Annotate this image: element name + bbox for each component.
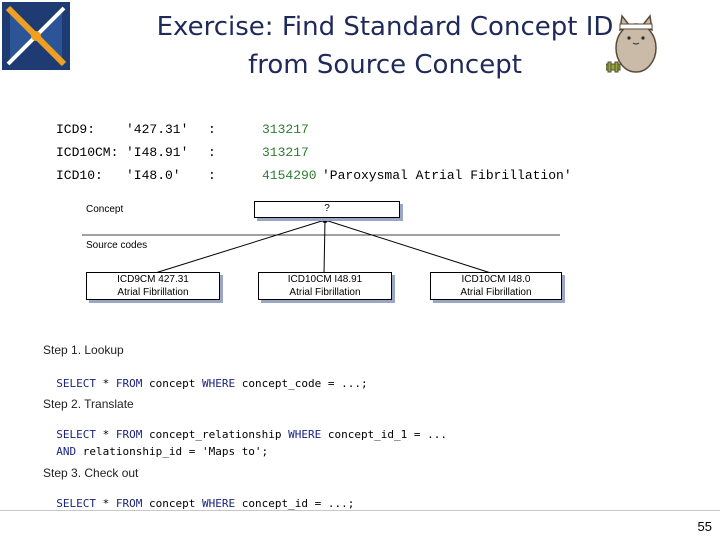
source-box-line2: Atrial Fibrillation: [289, 287, 361, 298]
code-label: ICD9:: [56, 122, 96, 137]
source-box-line1: ICD9CM 427.31: [117, 274, 189, 285]
step3-title: Step 3. Check out: [43, 466, 139, 480]
page-title: Exercise: Find Standard Concept ID from …: [130, 8, 640, 84]
code-row-icd10cm: ICD10CM: 'I48.91' : 313217: [56, 145, 309, 220]
sql-text: *: [96, 497, 116, 510]
code-value: 'I48.0': [126, 168, 181, 183]
sql-keyword: WHERE: [201, 497, 236, 510]
source-box-line2: Atrial Fibrillation: [460, 287, 532, 298]
sql-text: concept_id_1 = ...: [321, 428, 448, 441]
sql-text: concept: [142, 497, 202, 510]
code-value: '427.31': [126, 122, 189, 137]
sql-text: concept_code = ...;: [235, 377, 368, 390]
source-codes-label: Source codes: [86, 240, 148, 251]
source-box-icd10cm-i48-91: ICD10CM I48.91 Atrial Fibrillation: [258, 272, 392, 300]
sql-text: relationship_id = 'Maps to';: [76, 445, 269, 458]
concept-id: 313217: [262, 145, 309, 160]
sql-keyword: FROM: [115, 428, 143, 441]
concept-label: Concept: [86, 204, 124, 215]
step2-title: Step 2. Translate: [43, 397, 134, 411]
ohdsi-logo: [0, 0, 72, 80]
sql-keyword: WHERE: [288, 428, 322, 441]
title-line-1: Exercise: Find Standard Concept ID: [156, 12, 614, 42]
sql-keyword: FROM: [115, 377, 143, 390]
sql-text: concept: [142, 377, 202, 390]
sql-keyword: SELECT: [56, 428, 96, 441]
step1-sql: SELECT * FROM concept WHERE concept_code…: [43, 364, 368, 390]
source-box-line2: Atrial Fibrillation: [117, 287, 189, 298]
code-label: ICD10:: [56, 168, 103, 183]
footer-divider: [0, 510, 720, 511]
sql-text: *: [96, 428, 116, 441]
diagram-connectors: [82, 217, 560, 275]
sql-keyword: AND: [56, 445, 77, 458]
source-box-line1: ICD10CM I48.0: [461, 274, 531, 285]
source-box-line1: ICD10CM I48.91: [287, 274, 363, 285]
sql-text: *: [96, 377, 116, 390]
source-box-icd9: ICD9CM 427.31 Atrial Fibrillation: [86, 272, 220, 300]
step2-sql-line1: SELECT * FROM concept_relationship WHERE…: [43, 415, 447, 441]
sql-keyword: FROM: [115, 497, 143, 510]
page-number: 55: [697, 519, 712, 534]
code-separator: :: [208, 145, 216, 160]
code-row-icd9: ICD9: '427.31' : 313217: [56, 122, 309, 197]
sql-keyword: SELECT: [56, 497, 96, 510]
sql-text: concept_id = ...;: [235, 497, 355, 510]
step2-sql-line2: AND relationship_id = 'Maps to';: [43, 432, 268, 458]
step3-sql: SELECT * FROM concept WHERE concept_id =…: [43, 484, 354, 510]
sql-keyword: SELECT: [56, 377, 96, 390]
concept-id: 4154290: [262, 168, 317, 183]
sql-text: concept_relationship: [142, 428, 289, 441]
code-label: ICD10CM:: [56, 145, 119, 160]
step1-title: Step 1. Lookup: [43, 343, 124, 357]
title-line-2: from Source Concept: [248, 50, 522, 80]
code-separator: :: [208, 168, 216, 183]
code-separator: :: [208, 122, 216, 137]
mapping-diagram: Concept ? Source codes ICD9CM 427.31 Atr…: [0, 190, 720, 310]
concept-id: 313217: [262, 122, 309, 137]
concept-name: 'Paroxysmal Atrial Fibrillation': [322, 168, 572, 183]
code-row-icd10: ICD10: 'I48.0' : 4154290 'Paroxysmal Atr…: [56, 168, 572, 258]
code-value: 'I48.91': [126, 145, 189, 160]
pusheen-cat-icon: [605, 8, 664, 80]
sql-keyword: WHERE: [201, 377, 236, 390]
source-box-icd10cm-i48-0: ICD10CM I48.0 Atrial Fibrillation: [430, 272, 562, 300]
concept-box: ?: [254, 201, 400, 218]
